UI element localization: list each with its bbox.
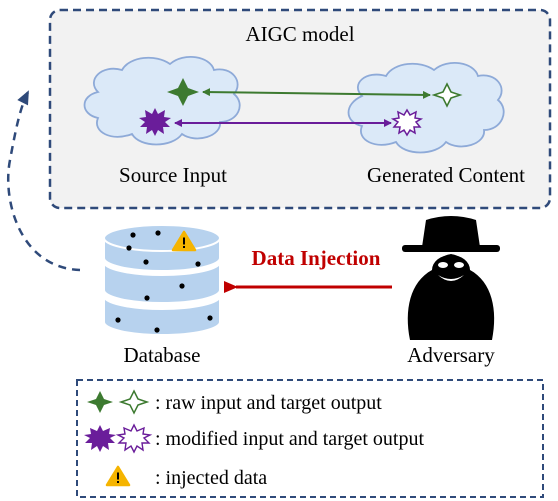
adversary-icon [402,216,500,340]
legend-modified-input-burst-icon [84,425,116,452]
data-injection-label: Data Injection [252,246,381,270]
generated-content-cloud [347,62,505,154]
database-label: Database [124,343,201,367]
adversary-label: Adversary [407,343,495,367]
generated-content-label: Generated Content [367,163,525,187]
legend-raw-input-star-icon [87,391,113,413]
legend-warning-icon [105,465,131,487]
legend-modified-label: : modified input and target output [155,428,424,450]
legend-modified-target-burst-icon [115,423,153,454]
source-input-label: Source Input [119,163,227,187]
legend-box: : raw input and target output : modified… [76,379,544,498]
modified-target-burst-icon [390,108,424,137]
database-icon [103,224,221,336]
legend-raw-label: : raw input and target output [155,392,382,414]
raw-target-star-icon [431,82,463,108]
model-title: AIGC model [245,22,354,46]
raw-mapping-arrow [202,88,431,99]
legend-raw-target-star-icon [118,389,150,415]
legend-injected-label: : injected data [155,467,267,489]
feedback-dashed-arrow [6,90,81,272]
injected-data-warning-icon [171,230,197,252]
modified-input-burst-icon [139,108,171,136]
raw-input-star-icon [167,78,199,106]
